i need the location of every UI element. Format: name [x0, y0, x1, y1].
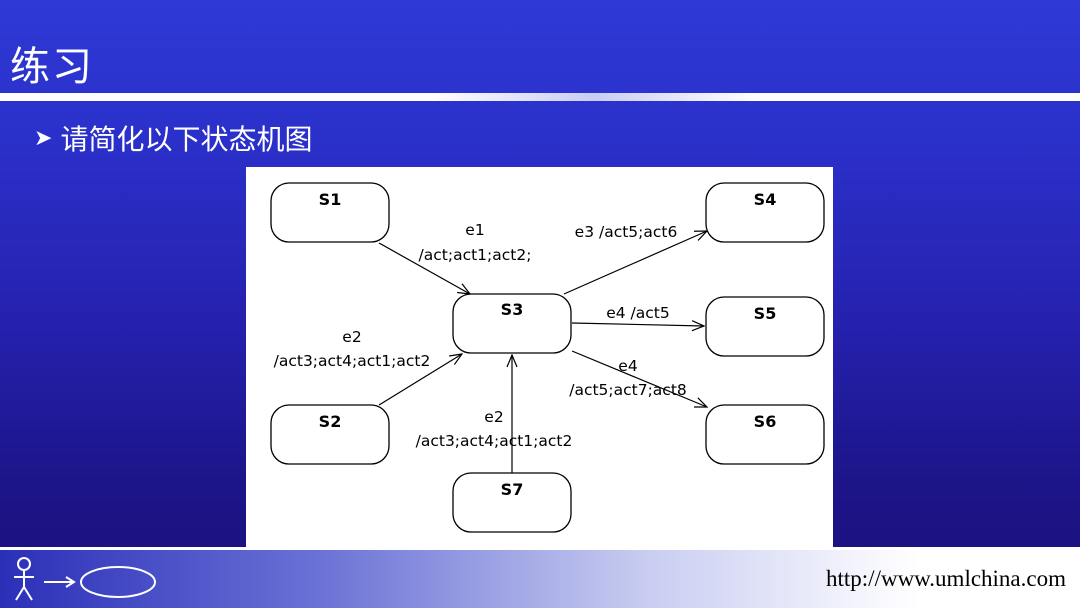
footer-url[interactable]: http://www.umlchina.com — [826, 566, 1066, 591]
state-s1: S1 — [270, 182, 390, 243]
footer-divider — [0, 547, 1080, 550]
label-s2-s3-event: e2 — [342, 328, 361, 346]
label-s3-s6-actions: /act5;act7;act8 — [569, 381, 687, 399]
state-machine-diagram: S1 S2 S3 S4 S5 S6 — [246, 167, 833, 547]
state-s3-name: S3 — [501, 300, 524, 319]
state-s4-name: S4 — [754, 190, 777, 209]
transition-s2-s3 — [378, 354, 462, 406]
state-s6-name: S6 — [754, 412, 777, 431]
footer-bar — [0, 547, 1080, 608]
transition-s1-s3 — [378, 242, 470, 294]
instruction-bullet: ➤ 请简化以下状态机图 — [34, 118, 312, 158]
slide-title: 练习 — [10, 44, 94, 90]
label-s3-s6-event: e4 — [618, 357, 637, 375]
state-s1-name: S1 — [319, 190, 342, 209]
state-s7-name: S7 — [501, 480, 524, 499]
state-s6: S6 — [705, 404, 825, 465]
label-s7-s3-actions: /act3;act4;act1;act2 — [416, 432, 573, 450]
label-s1-s3-actions: /act;act1;act2; — [419, 246, 532, 264]
state-s4: S4 — [705, 182, 825, 243]
label-s3-s4: e3 /act5;act6 — [575, 223, 678, 241]
state-s7: S7 — [452, 472, 572, 533]
transition-s3-s5 — [571, 323, 704, 326]
label-s2-s3-actions: /act3;act4;act1;act2 — [274, 352, 431, 370]
arrowhead-bullet-icon: ➤ — [34, 125, 53, 151]
transition-s3-s6 — [571, 350, 707, 407]
label-s1-s3-event: e1 — [465, 221, 484, 239]
title-divider — [0, 93, 1080, 101]
state-s5: S5 — [705, 296, 825, 357]
transition-s3-s4 — [563, 231, 707, 295]
state-s3: S3 — [452, 293, 572, 354]
actor-usecase-logo-icon — [8, 555, 168, 608]
state-s5-name: S5 — [754, 304, 777, 323]
state-s2-name: S2 — [319, 412, 342, 431]
label-s7-s3-event: e2 — [484, 408, 503, 426]
label-s3-s5: e4 /act5 — [606, 304, 670, 322]
state-s2: S2 — [270, 404, 390, 465]
instruction-text: 请简化以下状态机图 — [60, 123, 313, 156]
